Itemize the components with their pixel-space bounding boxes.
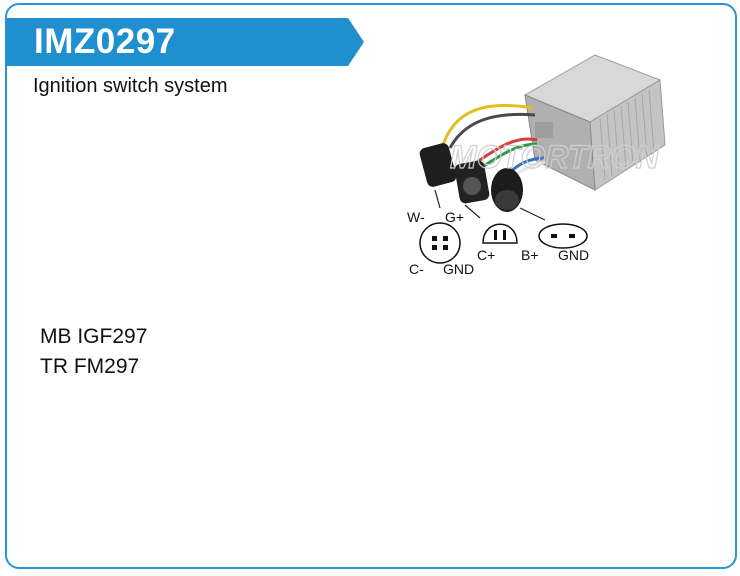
part-number: IMZ0297 [34, 22, 176, 61]
pin-label: C+ [477, 247, 495, 263]
banner-shape [6, 18, 364, 66]
product-description: Ignition switch system [33, 75, 228, 97]
pin-label: B+ [521, 247, 539, 263]
brand-watermark: MOTORTRON [450, 139, 659, 175]
cross-reference-list: MB IGF297 TR FM297 [40, 322, 147, 382]
product-image: MOTORTRON W- G+ C- GND C+ B+ GND [395, 40, 695, 290]
pin-label: GND [558, 247, 589, 263]
connector-plugs [419, 143, 523, 212]
pin-label: G+ [445, 209, 464, 225]
module-body [523, 54, 666, 191]
pin-label: GND [443, 261, 474, 277]
pin-label: W- [407, 209, 425, 225]
cross-reference-item: TR FM297 [40, 355, 140, 378]
ignition-module-illustration: MOTORTRON W- G+ C- GND C+ B+ GND [407, 54, 666, 277]
cross-reference-item: MB IGF297 [40, 325, 148, 348]
connector-diagram-4pin [419, 222, 461, 264]
title-banner: IMZ0297 [6, 18, 366, 66]
connector-diagram-2pin [482, 223, 518, 244]
connector-diagram-oval [538, 223, 588, 249]
pin-label: C- [409, 261, 424, 277]
